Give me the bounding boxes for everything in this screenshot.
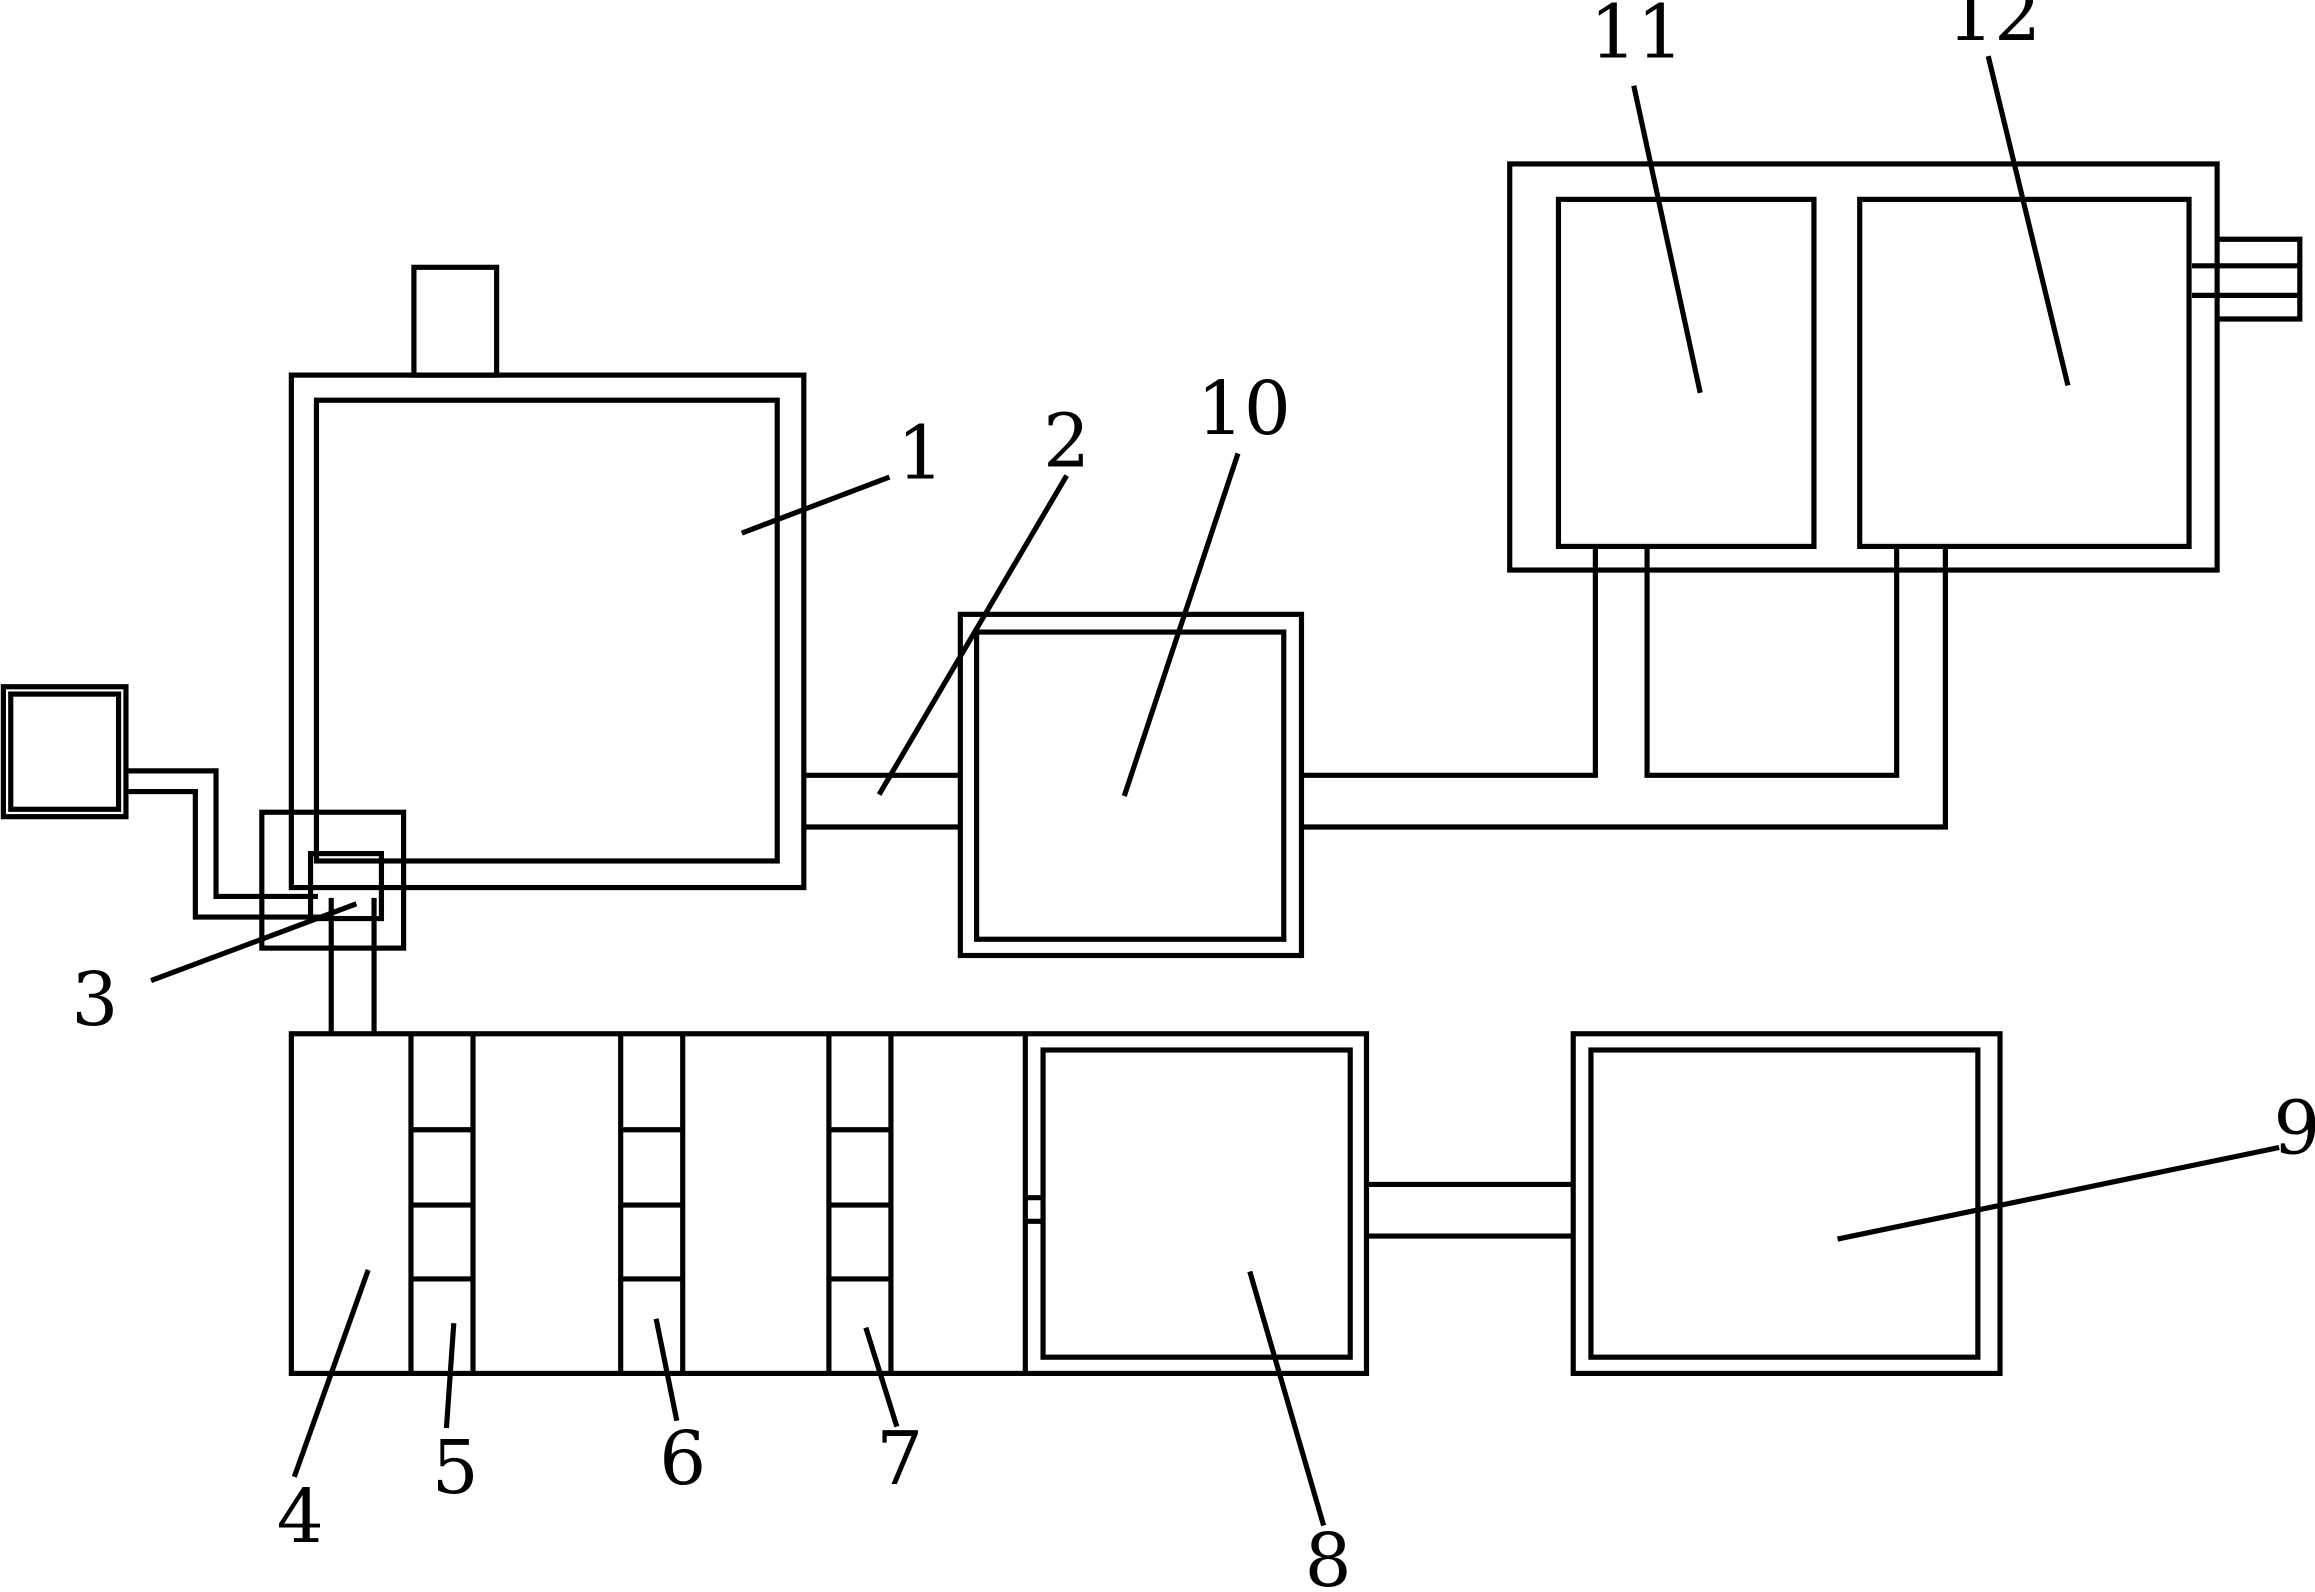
unit-9-inner bbox=[1588, 1047, 1981, 1360]
return-piping bbox=[1301, 546, 1948, 830]
label-9: 9 bbox=[2273, 1085, 2315, 1171]
component-3-feed-device bbox=[0, 684, 407, 1034]
label-12: 12 bbox=[1947, 0, 2041, 58]
device-inner-housing bbox=[307, 851, 385, 922]
unit-10-inner bbox=[974, 629, 1287, 942]
leader-12 bbox=[1985, 55, 2071, 387]
labels: 1 2 3 4 5 6 7 8 9 10 11 12 bbox=[71, 0, 2315, 1592]
vessel-top-outlet bbox=[411, 264, 500, 378]
leader-2 bbox=[876, 474, 1069, 796]
component-8-inner bbox=[1040, 1047, 1353, 1360]
label-7: 7 bbox=[876, 1416, 923, 1502]
leader-10 bbox=[1121, 452, 1241, 797]
label-5: 5 bbox=[432, 1425, 479, 1511]
leader-4 bbox=[291, 1269, 371, 1478]
component-9-unit bbox=[1570, 1031, 2003, 1377]
label-11: 11 bbox=[1590, 0, 1684, 76]
label-4: 4 bbox=[277, 1474, 324, 1560]
leader-8 bbox=[1247, 1270, 1327, 1527]
leader-9 bbox=[1837, 1144, 2280, 1242]
label-3: 3 bbox=[71, 957, 118, 1043]
leader-11 bbox=[1631, 85, 1703, 394]
component-2-connecting-pipe bbox=[803, 772, 961, 830]
leader-lines bbox=[150, 55, 2280, 1527]
leader-5 bbox=[443, 1323, 457, 1429]
label-8: 8 bbox=[1305, 1518, 1352, 1592]
leader-7 bbox=[863, 1326, 900, 1428]
external-box-inner bbox=[8, 691, 122, 812]
vessel-outer-wall bbox=[288, 372, 807, 891]
leader-6 bbox=[653, 1318, 680, 1422]
component-12-chamber bbox=[1857, 196, 2192, 550]
label-6: 6 bbox=[659, 1416, 706, 1502]
component-10-unit bbox=[957, 611, 1305, 959]
vessel-inner-wall bbox=[313, 397, 780, 864]
pipe-8-to-9 bbox=[1366, 1181, 1574, 1239]
label-1: 1 bbox=[897, 410, 944, 496]
leader-1 bbox=[740, 474, 891, 536]
component-11-chamber bbox=[1555, 196, 1817, 550]
component-11-12-housing bbox=[1507, 161, 2303, 573]
component-1-vessel bbox=[288, 264, 807, 891]
external-box-outer bbox=[0, 684, 129, 820]
unit-9-outer bbox=[1570, 1031, 2003, 1377]
treatment-train bbox=[288, 1031, 1370, 1377]
housing-outer bbox=[1507, 161, 2220, 573]
label-10: 10 bbox=[1197, 366, 1291, 452]
exhaust-outlet-outer bbox=[2217, 236, 2303, 322]
label-2: 2 bbox=[1043, 399, 1090, 485]
unit-10-outer bbox=[957, 611, 1305, 959]
feed-pipe-upper bbox=[125, 768, 318, 900]
leader-3 bbox=[150, 901, 358, 984]
